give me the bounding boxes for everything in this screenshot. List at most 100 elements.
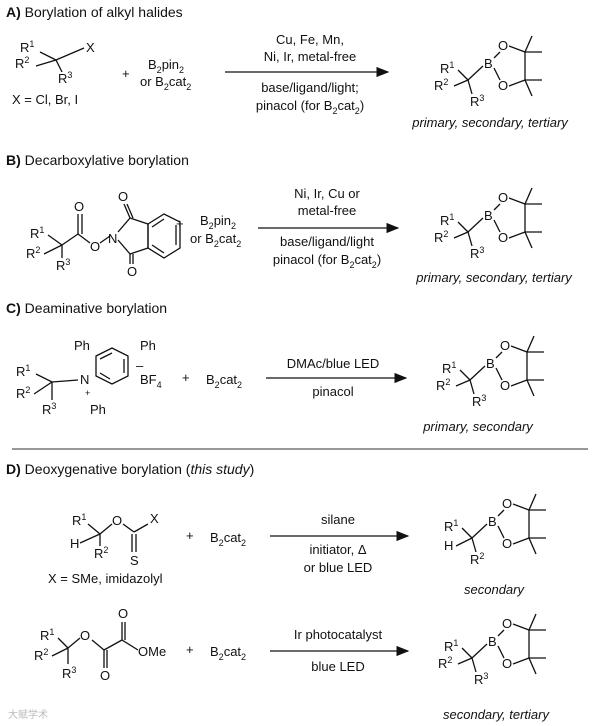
section-a: A) Borylation of alkyl halides R1 R2 R3 … bbox=[6, 4, 569, 130]
svg-text:R1: R1 bbox=[444, 518, 458, 534]
svg-text:B: B bbox=[488, 634, 497, 649]
section-c: C) Deaminative borylation Ph Ph Ph N + –… bbox=[6, 300, 544, 434]
svg-text:pinacol (for B2cat2): pinacol (for B2cat2) bbox=[256, 98, 364, 116]
section-b-arrow: Ni, Ir, Cu or metal-free base/ligand/lig… bbox=[258, 186, 400, 270]
svg-text:Cu, Fe, Mn,: Cu, Fe, Mn, bbox=[276, 32, 344, 47]
svg-text:DMAc/blue LED: DMAc/blue LED bbox=[287, 356, 379, 371]
svg-text:+: + bbox=[182, 370, 190, 385]
svg-text:R2: R2 bbox=[436, 377, 450, 393]
section-d: D) Deoxygenative borylation (this study)… bbox=[6, 461, 550, 722]
secondary-boronic-ester-product: R1 H R2 B O O bbox=[444, 493, 546, 567]
section-d-scope-1: secondary bbox=[464, 582, 525, 597]
svg-text:O: O bbox=[127, 264, 137, 279]
svg-text:O: O bbox=[100, 668, 110, 683]
svg-text:Ph: Ph bbox=[140, 338, 156, 353]
svg-text:O: O bbox=[502, 536, 512, 551]
svg-text:O: O bbox=[498, 230, 508, 245]
section-d-title: D) Deoxygenative borylation (this study) bbox=[6, 461, 254, 477]
watermark: 大赋学术 bbox=[8, 708, 48, 721]
svg-text:N: N bbox=[108, 231, 117, 246]
section-d-scope-2: secondary, tertiary bbox=[443, 707, 550, 722]
section-a-arrow: Cu, Fe, Mn, Ni, Ir, metal-free base/liga… bbox=[225, 32, 390, 116]
svg-text:or B2cat2: or B2cat2 bbox=[140, 74, 191, 92]
pyridinium-salt-structure: Ph Ph Ph N + – BF4 R1 R2 R3 bbox=[16, 338, 162, 417]
svg-text:B2pin2: B2pin2 bbox=[200, 213, 236, 231]
svg-text:Ni, Ir, metal-free: Ni, Ir, metal-free bbox=[264, 49, 356, 64]
boronic-ester-product: R1 R2 R3 B O O bbox=[434, 35, 542, 109]
svg-text:X: X bbox=[86, 40, 95, 55]
svg-text:R2: R2 bbox=[26, 245, 40, 261]
svg-text:B: B bbox=[484, 56, 493, 71]
section-d-arrow-1: silane initiator, Δ or blue LED bbox=[270, 512, 410, 575]
svg-text:R1: R1 bbox=[16, 363, 30, 379]
svg-text:R1: R1 bbox=[440, 60, 454, 76]
svg-text:+: + bbox=[85, 388, 90, 398]
oxalate-substrate-structure: R1 R2 R3 O O O OMe bbox=[34, 606, 166, 683]
section-c-scope: primary, secondary bbox=[422, 419, 534, 434]
svg-text:BF4: BF4 bbox=[140, 372, 162, 390]
alkyl-halide-structure: R1 R2 R3 X X = Cl, Br, I bbox=[12, 39, 95, 107]
svg-text:Ph: Ph bbox=[74, 338, 90, 353]
svg-text:R2: R2 bbox=[94, 545, 108, 561]
boronic-ester-product: R1 R2 R3 B O O bbox=[438, 613, 546, 687]
svg-text:R3: R3 bbox=[472, 393, 486, 409]
svg-text:Ph: Ph bbox=[90, 402, 106, 417]
svg-text:blue LED: blue LED bbox=[311, 659, 364, 674]
svg-text:R2: R2 bbox=[434, 229, 448, 245]
section-b-reagents: B2pin2 or B2cat2 bbox=[190, 213, 241, 249]
svg-text:H: H bbox=[444, 538, 453, 553]
svg-text:H: H bbox=[70, 536, 79, 551]
svg-text:B: B bbox=[484, 208, 493, 223]
svg-text:or B2cat2: or B2cat2 bbox=[190, 231, 241, 249]
section-a-title: A) Borylation of alkyl halides bbox=[6, 4, 183, 20]
svg-text:R2: R2 bbox=[438, 655, 452, 671]
svg-text:+: + bbox=[176, 216, 184, 231]
svg-text:R2: R2 bbox=[34, 647, 48, 663]
svg-text:R3: R3 bbox=[56, 257, 70, 273]
svg-text:O: O bbox=[502, 656, 512, 671]
svg-text:R1: R1 bbox=[30, 225, 44, 241]
svg-text:S: S bbox=[130, 553, 139, 568]
section-b-scope: primary, secondary, tertiary bbox=[415, 270, 573, 285]
svg-text:O: O bbox=[500, 378, 510, 393]
nhpi-ester-structure: R1 R2 R3 O O N O O bbox=[26, 189, 181, 279]
svg-text:R3: R3 bbox=[42, 401, 56, 417]
section-b-title: B) Decarboxylative borylation bbox=[6, 152, 189, 168]
svg-text:O: O bbox=[74, 199, 84, 214]
svg-text:O: O bbox=[112, 513, 122, 528]
section-c-title: C) Deaminative borylation bbox=[6, 300, 167, 316]
svg-text:B: B bbox=[486, 356, 495, 371]
svg-text:R2: R2 bbox=[470, 551, 484, 567]
svg-text:N: N bbox=[80, 372, 89, 387]
svg-text:O: O bbox=[118, 189, 128, 204]
svg-text:Ni, Ir, Cu or: Ni, Ir, Cu or bbox=[294, 186, 360, 201]
section-d-reagent-2: B2cat2 bbox=[210, 644, 246, 662]
svg-text:R1: R1 bbox=[442, 360, 456, 376]
svg-text:base/ligand/light: base/ligand/light bbox=[280, 234, 374, 249]
svg-text:initiator, Δ: initiator, Δ bbox=[309, 542, 366, 557]
svg-text:B2pin2: B2pin2 bbox=[148, 57, 184, 75]
svg-text:B: B bbox=[488, 514, 497, 529]
svg-text:O: O bbox=[502, 616, 512, 631]
svg-text:R3: R3 bbox=[470, 93, 484, 109]
plus-sign: + bbox=[122, 66, 130, 81]
svg-text:O: O bbox=[502, 496, 512, 511]
svg-text:–: – bbox=[136, 358, 144, 373]
svg-text:R2: R2 bbox=[15, 55, 29, 71]
svg-text:R1: R1 bbox=[20, 39, 34, 55]
section-d-arrow-2: Ir photocatalyst blue LED bbox=[270, 627, 410, 674]
section-c-arrow: DMAc/blue LED pinacol bbox=[266, 356, 408, 399]
svg-text:R1: R1 bbox=[40, 627, 54, 643]
section-a-reagents: B2pin2 or B2cat2 bbox=[140, 57, 191, 92]
section-b: B) Decarboxylative borylation R1 R2 R3 O… bbox=[6, 152, 573, 285]
svg-text:R2: R2 bbox=[16, 385, 30, 401]
boronic-ester-product: R1 R2 R3 B O O bbox=[434, 187, 542, 261]
svg-text:pinacol (for B2cat2): pinacol (for B2cat2) bbox=[273, 252, 381, 270]
svg-text:base/ligand/light;: base/ligand/light; bbox=[261, 80, 359, 95]
svg-text:R3: R3 bbox=[474, 671, 488, 687]
svg-text:R1: R1 bbox=[440, 212, 454, 228]
svg-text:O: O bbox=[500, 338, 510, 353]
section-a-x-definition: X = Cl, Br, I bbox=[12, 92, 78, 107]
svg-text:O: O bbox=[498, 190, 508, 205]
section-d-x-definition: X = SMe, imidazolyl bbox=[48, 571, 163, 586]
